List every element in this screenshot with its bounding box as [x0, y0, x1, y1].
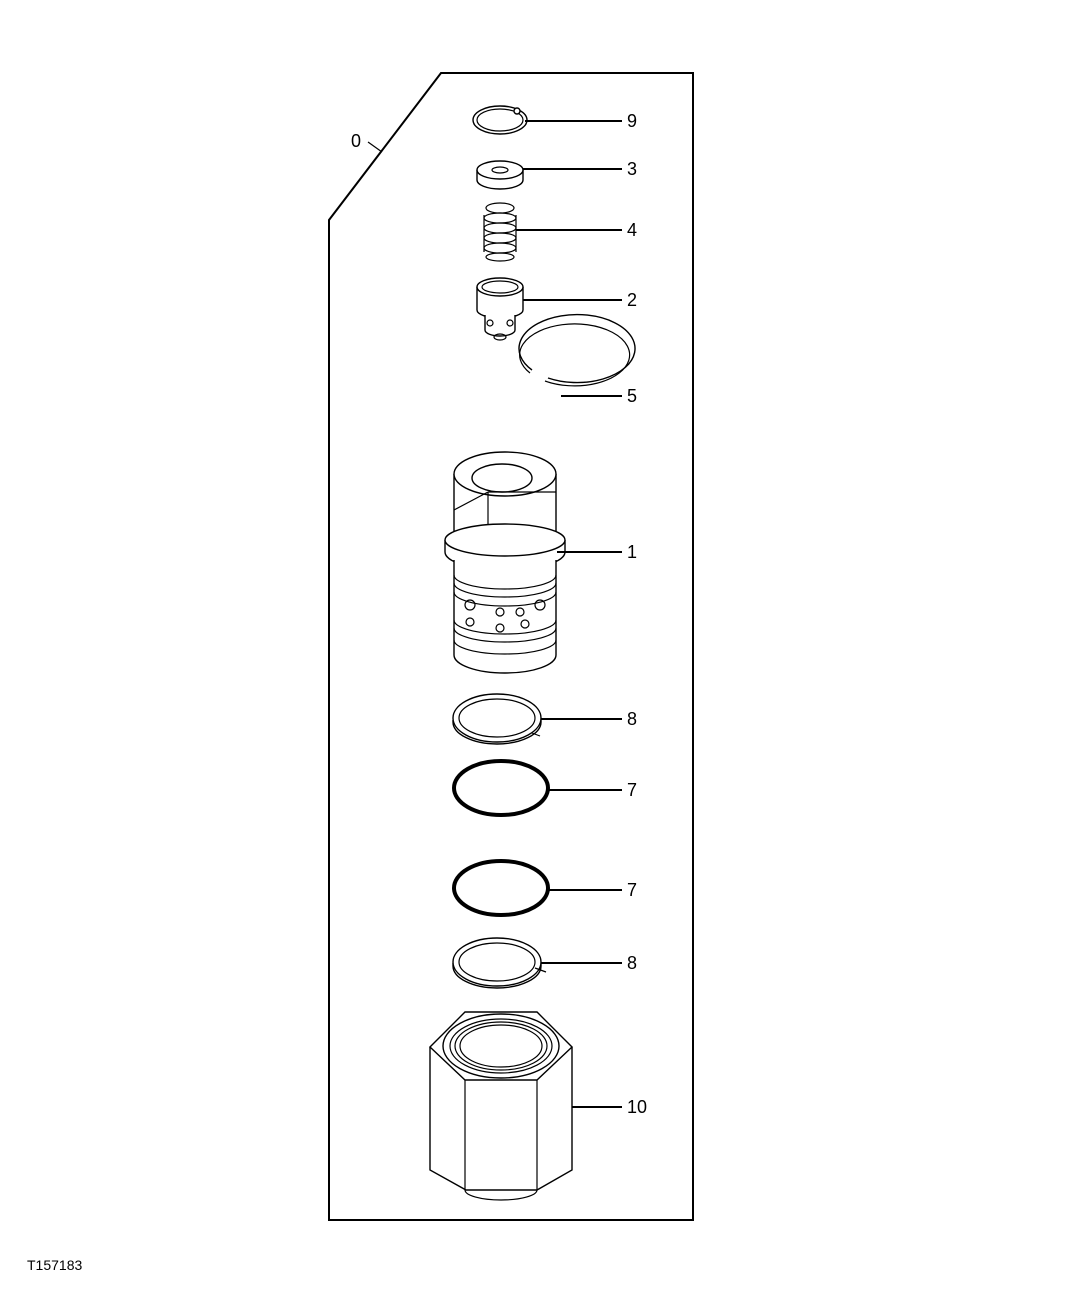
part-5-backup-ring — [518, 313, 636, 387]
callout-9: 9 — [627, 111, 637, 131]
part-9-snap-ring — [472, 105, 528, 135]
part-4-spring — [483, 202, 517, 262]
callout-10: 10 — [627, 1097, 647, 1117]
part-7-o-ring-upper — [452, 759, 550, 817]
callout-1: 1 — [627, 542, 637, 562]
figure-id: T157183 — [27, 1257, 82, 1273]
callout-8-lower: 8 — [627, 953, 637, 973]
part-3-washer — [476, 160, 524, 190]
assembly-boundary — [328, 72, 694, 1221]
part-8-backup-ring-upper — [452, 693, 542, 745]
callout-2: 2 — [627, 290, 637, 310]
part-10-hex-nut — [428, 1011, 574, 1201]
callout-7-lower: 7 — [627, 880, 637, 900]
part-7-o-ring-lower — [452, 859, 550, 917]
part-1-cartridge-body — [444, 451, 566, 674]
part-8-backup-ring-lower — [452, 937, 547, 989]
callout-7-upper: 7 — [627, 780, 637, 800]
callout-8-upper: 8 — [627, 709, 637, 729]
callout-4: 4 — [627, 220, 637, 240]
assembly-leader — [367, 141, 383, 153]
callout-5: 5 — [627, 386, 637, 406]
leader-lines — [516, 120, 622, 1108]
assembly-label: 0 — [351, 131, 361, 151]
callout-3: 3 — [627, 159, 637, 179]
part-2-poppet — [476, 277, 524, 341]
